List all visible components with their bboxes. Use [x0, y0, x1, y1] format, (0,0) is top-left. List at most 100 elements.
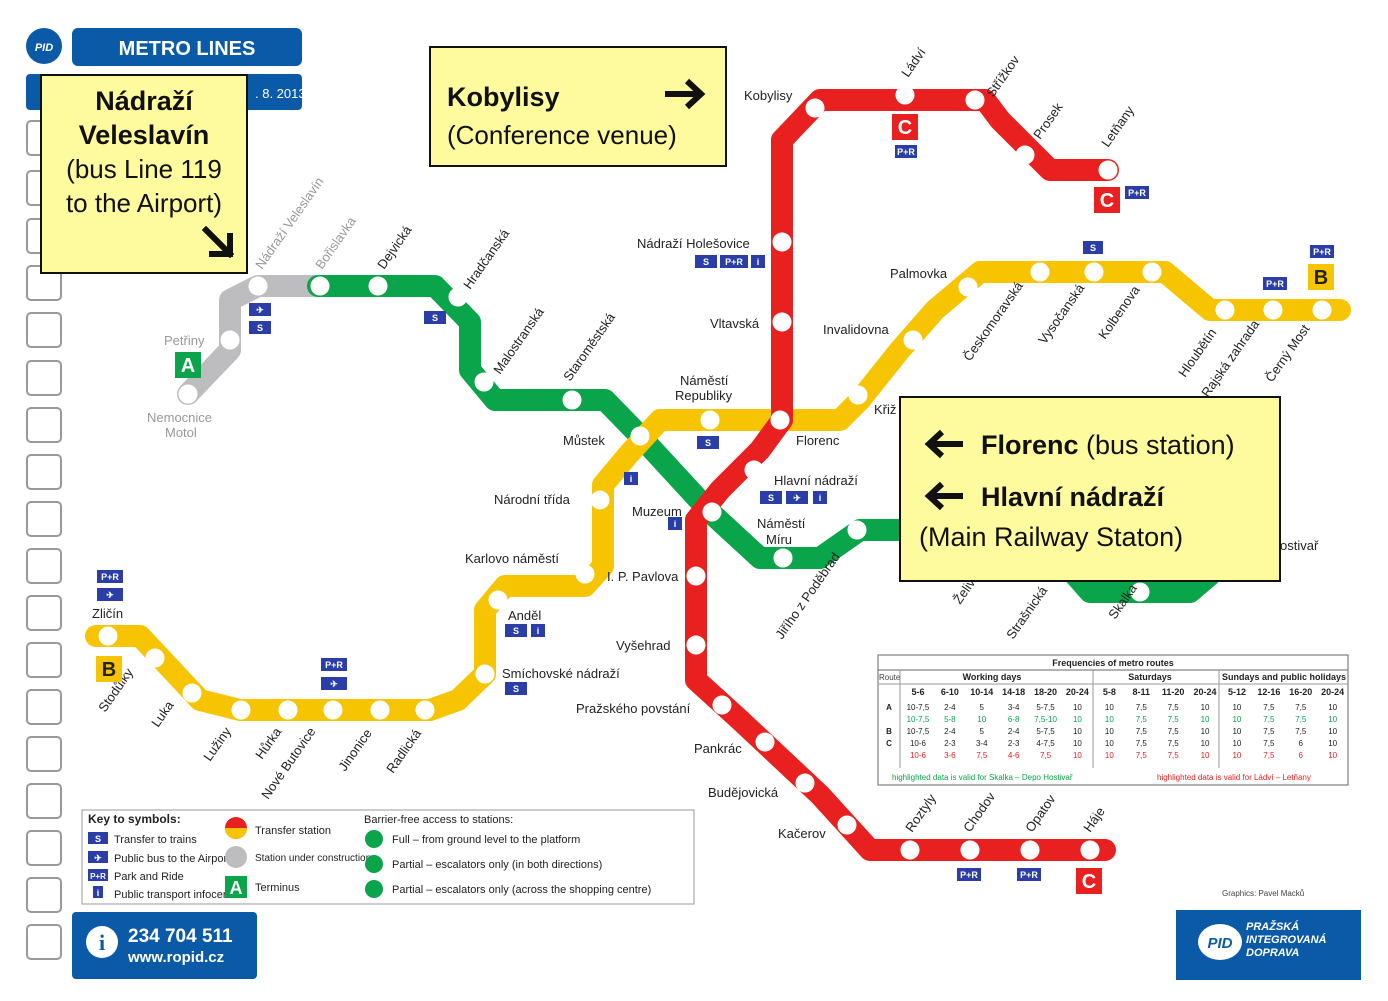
station-namesti-miru[interactable]: [773, 548, 793, 568]
station-petriny[interactable]: [220, 330, 240, 350]
label-namesti-miru: Náměstí: [757, 516, 806, 531]
callout-florenc-line-1: Florenc (bus station): [981, 430, 1235, 461]
frequency-cell: 2-3: [944, 739, 956, 748]
station-luka[interactable]: [182, 683, 202, 703]
station-cerny-most[interactable]: [1312, 300, 1332, 320]
label-ladvi: Ládví: [898, 45, 929, 80]
frequency-cell: 5-7,5: [1036, 727, 1055, 736]
callout-hlavni-desc: (Main Railway Staton): [919, 522, 1184, 552]
label-pankrac: Pankrác: [694, 741, 742, 756]
station-kolbenova[interactable]: [1142, 262, 1162, 282]
station-mustek[interactable]: [630, 426, 650, 446]
station-kobylisy[interactable]: [805, 98, 825, 118]
station-hurka[interactable]: [278, 700, 298, 720]
station-malostranska[interactable]: [474, 372, 494, 392]
station-skalka[interactable]: [1130, 582, 1150, 602]
label-palmovka: Palmovka: [890, 266, 948, 281]
station-chodov[interactable]: [960, 840, 980, 860]
station-smichovske[interactable]: [475, 664, 495, 684]
callout-florenc-name: Florenc: [981, 430, 1079, 460]
frequency-note-a: highlighted data is valid for Skalka – D…: [892, 773, 1073, 782]
station-motol[interactable]: [178, 384, 198, 404]
station-holesovice[interactable]: [772, 232, 792, 252]
label-vysehrad: Vyšehrad: [616, 638, 670, 653]
station-budejovicka[interactable]: [795, 773, 815, 793]
label-motol-1: Nemocnice: [147, 410, 212, 425]
station-stodulky[interactable]: [145, 648, 165, 668]
label-andel: Anděl: [508, 608, 541, 623]
label-hlavni: Hlavní nádraží: [774, 473, 858, 488]
frequency-cell: 10: [977, 715, 986, 724]
station-haje[interactable]: [1080, 840, 1100, 860]
frequency-route: C: [886, 739, 892, 748]
station-veleslavin[interactable]: [248, 276, 268, 296]
station-hloubetin[interactable]: [1215, 300, 1235, 320]
frequency-hour: 12-16: [1257, 687, 1280, 697]
station-luziny[interactable]: [231, 700, 251, 720]
callout-kobylisy-name: Kobylisy: [447, 82, 560, 112]
station-jiriho[interactable]: [847, 520, 867, 540]
badge-pr-cerny-most: P+R: [1313, 247, 1331, 257]
station-karlovo[interactable]: [575, 564, 595, 584]
station-staromestska[interactable]: [562, 390, 582, 410]
frequency-hour: 8-11: [1132, 687, 1150, 697]
badge-i-holesovice: i: [757, 257, 760, 267]
station-prazskeho[interactable]: [712, 695, 732, 715]
terminus-a-motol-text: A: [181, 355, 195, 377]
station-kacerov[interactable]: [837, 815, 857, 835]
station-letnany[interactable]: [1098, 160, 1118, 180]
station-vysocanska[interactable]: [1084, 262, 1104, 282]
station-hlavni[interactable]: [744, 460, 764, 480]
station-nove-butovice[interactable]: [323, 700, 343, 720]
frequency-cell: 10-6: [910, 751, 927, 760]
truck-icon: [26, 454, 62, 490]
station-florenc[interactable]: [770, 410, 790, 430]
station-krizikova[interactable]: [848, 385, 868, 405]
frequency-cell: 10: [1105, 727, 1114, 736]
station-ip-pavlova[interactable]: [686, 566, 706, 586]
contact-web[interactable]: www.ropid.cz: [127, 949, 224, 966]
station-borislavka[interactable]: [310, 276, 330, 296]
station-jinonice[interactable]: [370, 700, 390, 720]
station-ceskomoravska[interactable]: [1030, 262, 1050, 282]
label-namesti-miru-2: Míru: [766, 532, 792, 547]
frequency-cell: 10: [1328, 751, 1337, 760]
legend-construction: Station under construction: [255, 853, 371, 864]
frequency-cell: 2-4: [944, 727, 956, 736]
station-dejvicka[interactable]: [368, 276, 388, 296]
station-zlicin[interactable]: [98, 626, 118, 646]
station-rajska[interactable]: [1263, 300, 1283, 320]
legend-trains: Transfer to trains: [114, 834, 197, 846]
phone-icon: [26, 548, 62, 584]
station-opatov[interactable]: [1020, 840, 1040, 860]
legend-terminus-marker: A: [230, 878, 243, 898]
station-pankrac[interactable]: [755, 732, 775, 752]
callout-veleslavin-name: Nádraží Veleslavín: [42, 84, 246, 152]
frequency-cell: 2-3: [1008, 739, 1020, 748]
frequency-cell: 10: [1073, 715, 1082, 724]
station-vysehrad[interactable]: [686, 635, 706, 655]
line-a-central: [307, 275, 911, 569]
label-prosek: Prosek: [1030, 100, 1066, 142]
station-ladvi[interactable]: [895, 85, 915, 105]
station-narodni[interactable]: [590, 490, 610, 510]
badge-plane-butovice: ✈: [330, 679, 338, 689]
station-hradcanska[interactable]: [448, 287, 468, 307]
frequency-cell: 7,5: [1263, 751, 1275, 760]
station-muzeum[interactable]: [702, 502, 722, 522]
station-andel[interactable]: [488, 590, 508, 610]
frequency-cell: 10: [1105, 715, 1114, 724]
station-radlicka[interactable]: [415, 700, 435, 720]
station-roztyly[interactable]: [900, 840, 920, 860]
badge-pr-ladvi: P+R: [897, 147, 915, 157]
frequency-hour: 11-20: [1162, 687, 1185, 697]
frequency-hour: 18-20: [1034, 687, 1057, 697]
station-invalidovna[interactable]: [903, 330, 923, 350]
station-palmovka[interactable]: [958, 277, 978, 297]
station-namesti-republiky[interactable]: [700, 410, 720, 430]
label-borislavka: Bořislavka: [312, 213, 359, 271]
station-prosek[interactable]: [1015, 145, 1035, 165]
station-vltavska[interactable]: [772, 312, 792, 332]
station-strizkov[interactable]: [965, 90, 985, 110]
frequency-cell: 10: [1073, 727, 1082, 736]
